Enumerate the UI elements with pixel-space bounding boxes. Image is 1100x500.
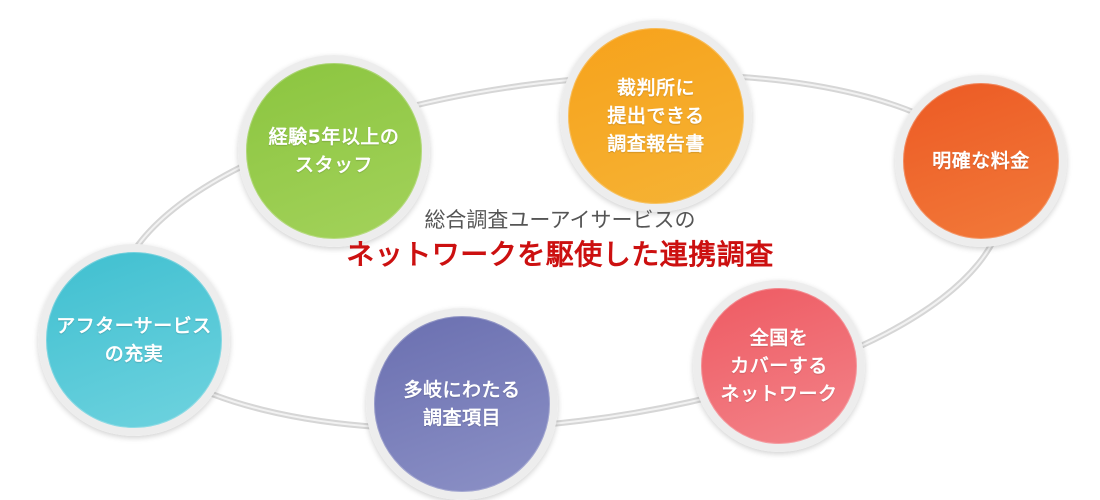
- center-heading: 総合調査ユーアイサービスの ネットワークを駆使した連携調査: [300, 205, 820, 275]
- circle-nationwide-network: 全国を カバーする ネットワーク: [693, 280, 865, 452]
- circle-label: アフターサービス の充実: [56, 315, 212, 365]
- circle-label: 経験5年以上の スタッフ: [268, 126, 400, 176]
- circle-label: 多岐にわたる 調査項目: [403, 379, 521, 429]
- circle-label: 全国を カバーする ネットワーク: [720, 327, 838, 405]
- circle-court-report: 裁判所に 提出できる 調査報告書: [560, 20, 752, 212]
- circle-after-service: アフターサービス の充実: [38, 244, 230, 436]
- circle-label: 明確な料金: [932, 150, 1030, 172]
- circle-experienced-staff: 経験5年以上の スタッフ: [238, 55, 430, 247]
- circle-label: 裁判所に 提出できる 調査報告書: [607, 77, 705, 155]
- center-title: ネットワークを駆使した連携調査: [346, 238, 774, 271]
- center-subtitle: 総合調査ユーアイサービスの: [424, 208, 696, 232]
- circle-diverse-items: 多岐にわたる 調査項目: [366, 308, 558, 500]
- circle-clear-pricing: 明確な料金: [895, 75, 1067, 247]
